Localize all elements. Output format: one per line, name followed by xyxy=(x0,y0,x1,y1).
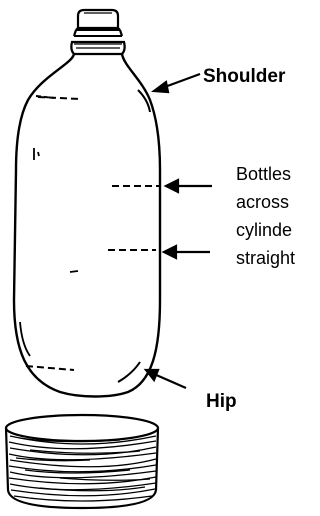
hip-dashed-line xyxy=(26,366,74,370)
shoulder-dashed-line xyxy=(38,97,80,99)
note-line-4: straight xyxy=(236,248,295,268)
arrow-upper xyxy=(166,180,212,192)
bottle-neck xyxy=(71,10,124,54)
note-line-2: across xyxy=(236,192,289,212)
shoulder-label: Shoulder xyxy=(203,66,286,87)
arrow-lower xyxy=(164,246,210,258)
note-text: Bottles across cylinde straight xyxy=(236,164,295,268)
bottle-body-outline xyxy=(14,54,160,397)
hip-arrow xyxy=(146,370,186,388)
base-cup xyxy=(6,415,158,508)
note-line-3: cylinde xyxy=(236,220,292,240)
hip-highlight xyxy=(118,362,140,382)
shoulder-arrow xyxy=(154,74,200,92)
shoulder-highlights xyxy=(36,90,150,112)
note-line-1: Bottles xyxy=(236,164,291,184)
hip-label: Hip xyxy=(206,391,237,412)
body-marks xyxy=(20,148,78,356)
